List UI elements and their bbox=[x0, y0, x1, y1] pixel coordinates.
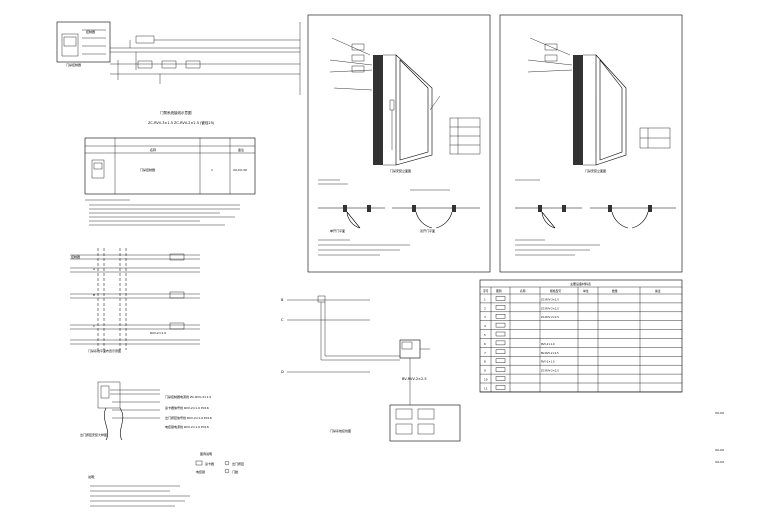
table-row-no: 1 bbox=[484, 297, 486, 301]
table-row-symbol bbox=[495, 385, 506, 390]
table-row-no: 10 bbox=[484, 378, 488, 382]
svg-text:电控锁电源线 RVV-2×1.0 PC16: 电控锁电源线 RVV-2×1.0 PC16 bbox=[165, 424, 209, 429]
table-row-no: 6 bbox=[484, 342, 486, 346]
svg-text:出门按钮: 出门按钮 bbox=[232, 461, 244, 466]
table-row-no: 11 bbox=[484, 386, 488, 390]
table-row-symbol bbox=[495, 349, 506, 354]
material-table-left: 名称 备注 门禁控制器 1 XX-XX-30 bbox=[84, 137, 256, 195]
table-row-symbol bbox=[495, 376, 506, 381]
table-row-symbol bbox=[495, 358, 506, 363]
svg-text:图例说明: 图例说明 bbox=[200, 451, 212, 456]
notes-block-left bbox=[85, 199, 240, 226]
table-row-spec: ZC-RVV-3×1.5 bbox=[541, 297, 559, 301]
cable-spec-heading: 门禁系统接线示意图 ZC-RVV-3×1.5 ZC-RVV-2×2.5 (管径2… bbox=[148, 110, 215, 125]
equipment-table: 主要设备材料表 序号 图例 名称 规格型号 单位 数量 备注 bbox=[479, 279, 683, 393]
cable-spec-mid: RVV-2×1.0 bbox=[150, 331, 166, 335]
cable-spec-top: ZC-RVV-3×1.5 ZC-RVV-2×2.5 (管径25) bbox=[148, 120, 215, 125]
svg-text:主要设备材料表: 主要设备材料表 bbox=[570, 281, 591, 286]
svg-text:备注: 备注 bbox=[655, 289, 661, 293]
svg-text:单开门平面: 单开门平面 bbox=[330, 228, 345, 233]
bus-diagram: 控制器 A B C RVV-2×1.0 门禁系统平面布置示意图 bbox=[70, 248, 200, 353]
legend-bottom-left: 图例说明 读卡器 出门按钮 电控锁 门磁 说明： bbox=[88, 451, 244, 507]
label-a: A bbox=[93, 267, 96, 271]
svg-text:门禁控制器: 门禁控制器 bbox=[140, 167, 155, 172]
table-row-no: 2 bbox=[484, 306, 486, 310]
exit-button-detail: 门禁控制器电源线 ZC-RVV-3×1.5 读卡器信号线 RVV-2×1.0 P… bbox=[80, 381, 212, 441]
svg-text:图例: 图例 bbox=[496, 289, 502, 293]
table-row-no: 8 bbox=[484, 360, 486, 364]
table-row-symbol bbox=[495, 340, 506, 346]
svg-text:门磁: 门磁 bbox=[232, 469, 238, 474]
label-d2: D bbox=[281, 370, 284, 374]
table-row-spec: RVV-2×1.0 bbox=[541, 342, 555, 346]
svg-text:出门按钮安装大样图: 出门按钮安装大样图 bbox=[80, 432, 107, 437]
svg-text:出门按钮信号线 RVV-2×1.0 PC16: 出门按钮信号线 RVV-2×1.0 PC16 bbox=[165, 415, 212, 420]
label-c: C bbox=[93, 324, 95, 328]
panel-label: 控制器 bbox=[86, 29, 95, 34]
table-row-no: 3 bbox=[484, 315, 486, 319]
svg-text:序号: 序号 bbox=[483, 289, 489, 293]
table-row-spec: ZC-RVV-2×2.5 bbox=[541, 369, 559, 373]
panel-note: 门禁控制器 bbox=[66, 62, 81, 67]
svg-text:门禁安装立面图: 门禁安装立面图 bbox=[390, 168, 411, 173]
svg-text:名称: 名称 bbox=[150, 147, 156, 152]
table-row-symbol bbox=[495, 367, 506, 372]
svg-text:数量: 数量 bbox=[612, 289, 618, 293]
svg-text:读卡器: 读卡器 bbox=[205, 461, 214, 466]
label-c2: C bbox=[281, 318, 284, 322]
connection-diagram: B C D BV-RVV-2×2.5 门禁系统接线图 bbox=[281, 295, 461, 442]
svg-text:电控锁: 电控锁 bbox=[196, 469, 205, 474]
small-text: XX-XX-30 bbox=[233, 168, 247, 172]
right-note-2: XX-XX bbox=[715, 448, 724, 452]
svg-text:读卡器信号线 RVV-2×1.0 PC16: 读卡器信号线 RVV-2×1.0 PC16 bbox=[165, 405, 209, 410]
table-row-symbol bbox=[495, 305, 506, 310]
table-row-spec: RVV-2×1.0 bbox=[541, 360, 555, 364]
svg-text:门禁安装立面图: 门禁安装立面图 bbox=[585, 168, 606, 173]
table-row-symbol bbox=[495, 296, 506, 301]
table-row-no: 4 bbox=[484, 324, 486, 328]
table-row-no: 5 bbox=[484, 333, 486, 337]
svg-text:门禁系统接线示意图: 门禁系统接线示意图 bbox=[160, 110, 192, 115]
svg-text:1: 1 bbox=[211, 168, 213, 172]
door-detail-panel-1: 门禁安装立面图 单开门平面 双开门平面 bbox=[307, 14, 491, 273]
table-row-symbol bbox=[495, 331, 506, 337]
table-row-no: 9 bbox=[484, 369, 486, 373]
svg-text:双开门平面: 双开门平面 bbox=[420, 228, 435, 233]
right-note-3: XX-XX bbox=[715, 460, 724, 464]
svg-text:门禁系统接线图: 门禁系统接线图 bbox=[330, 428, 351, 433]
right-note-1: XX-XX bbox=[715, 411, 724, 415]
table-row-no: 7 bbox=[484, 351, 486, 355]
table-row-symbol bbox=[495, 314, 506, 319]
svg-text:名称: 名称 bbox=[520, 289, 526, 293]
svg-text:说明：: 说明： bbox=[88, 474, 97, 479]
table-row-spec: ZC-RVV-2×2.5 bbox=[541, 315, 559, 319]
label-b: B bbox=[93, 293, 95, 297]
table-row-spec: ZC-RVV-2×2.5 bbox=[541, 306, 559, 310]
cable-spec-box: BV-RVV-2×2.5 bbox=[402, 377, 427, 381]
svg-text:备注: 备注 bbox=[238, 147, 244, 152]
table-row-symbol bbox=[495, 322, 506, 328]
svg-text:控制器: 控制器 bbox=[71, 254, 80, 259]
svg-text:门禁系统平面布置示意图: 门禁系统平面布置示意图 bbox=[88, 348, 121, 353]
right-margin-notes: XX-XX XX-XX XX-XX bbox=[715, 411, 724, 464]
svg-text:门禁控制器电源线 ZC-RVV-3×1.5: 门禁控制器电源线 ZC-RVV-3×1.5 bbox=[165, 394, 211, 399]
door-detail-panel-2: 门禁安装立面图 bbox=[499, 14, 683, 273]
system-diagram: 控制器 门禁控制器 bbox=[56, 21, 300, 84]
table-row-spec: BV-RVV-2×2.5 bbox=[541, 351, 559, 355]
svg-text:单位: 单位 bbox=[583, 289, 589, 293]
label-b2: B bbox=[281, 298, 284, 302]
svg-text:规格型号: 规格型号 bbox=[550, 289, 561, 293]
